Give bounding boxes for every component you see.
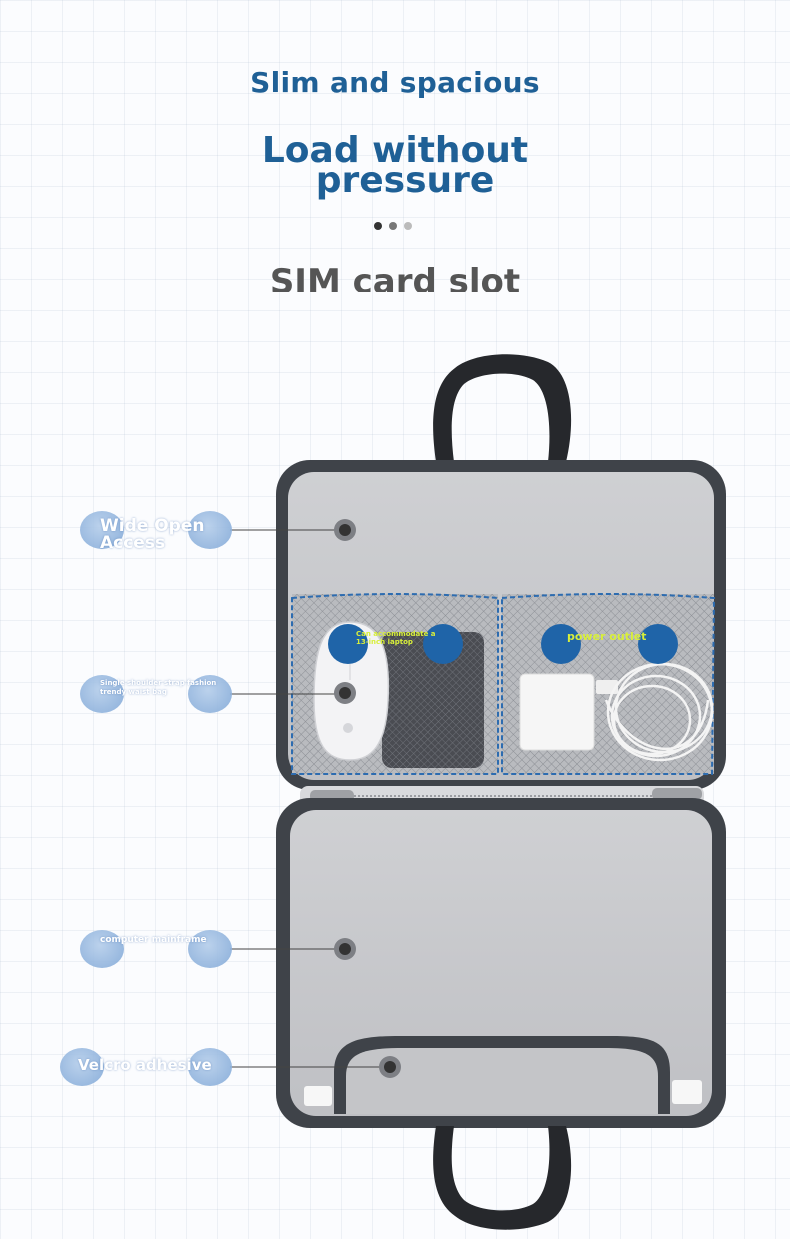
callout-wide-open-access: Wide Open Access — [100, 516, 205, 553]
pocket-marker — [638, 624, 678, 664]
page-subtitle: Load without pressure — [0, 130, 790, 201]
callout-bubble — [188, 1048, 232, 1086]
pocket-marker — [541, 624, 581, 664]
carousel-dot[interactable] — [389, 222, 397, 230]
top-handle — [433, 354, 572, 462]
pocket-label-power-outlet: power outlet — [567, 630, 647, 643]
callout-bubble — [80, 930, 124, 968]
charger — [519, 673, 595, 751]
callout-velcro: Velcro adhesive — [78, 1056, 212, 1074]
callout-bubble — [60, 1048, 104, 1086]
callout-computer-mainframe: computer mainframe — [100, 935, 207, 945]
carousel-dots — [374, 222, 412, 230]
subtitle-line-2: pressure — [315, 160, 495, 201]
section-title: SIM card slot — [269, 262, 521, 292]
pocket-marker — [423, 624, 463, 664]
pocket-marker — [328, 624, 368, 664]
callout-bubble — [188, 511, 232, 549]
carousel-dot[interactable] — [374, 222, 382, 230]
page-title: Slim and spacious — [250, 66, 540, 99]
bottom-handle — [433, 1126, 572, 1230]
callout-bubble — [80, 675, 124, 713]
callout-bubble — [188, 675, 232, 713]
mouse-pad — [382, 632, 484, 768]
subtitle-line-1: Load without — [261, 130, 529, 171]
callout-bubble — [80, 511, 124, 549]
pocket-label-laptop: Can accommodate a 13-inch laptop — [356, 630, 436, 646]
carousel-dot[interactable] — [404, 222, 412, 230]
callout-shoulder-strap: Single shoulder strap fashion trendy wai… — [100, 679, 217, 696]
callout-bubble — [188, 930, 232, 968]
